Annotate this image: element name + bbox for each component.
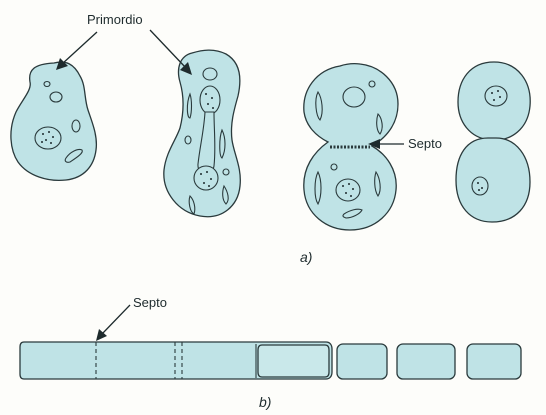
cell-2-nucleus-lower: [194, 166, 218, 190]
cell-3-organelle-bottom-left: [315, 172, 321, 204]
hypha-filament: [20, 342, 521, 379]
hypha-cell-5: [397, 344, 455, 379]
septo-label-b: Septo: [133, 295, 167, 310]
cell-3-with-septum: [304, 64, 398, 230]
cell-4-lower-membrane: [456, 138, 530, 222]
cell-3-vacuole-top-small: [369, 81, 375, 87]
primordio-arrow-left: [56, 32, 97, 70]
hypha-cell-4: [337, 344, 387, 379]
cell-1-budding: [11, 62, 96, 180]
cell-4-upper-nucleus: [485, 86, 507, 106]
primordio-arrow-right: [150, 30, 192, 75]
cell-2-vacuole-mid: [185, 136, 191, 144]
cell-2-vacuole-lower: [223, 169, 229, 175]
cell-4-lower-nucleus: [472, 177, 488, 195]
part-a-label: a): [300, 249, 312, 265]
cell-2-elongated: [164, 50, 240, 217]
hypha-cell-3: [258, 345, 329, 377]
cell-3-nucleus: [336, 179, 360, 201]
cell-3-vacuole-top: [343, 87, 365, 107]
cell-4-separated: [456, 62, 530, 222]
cell-1-vacuole-top: [44, 82, 50, 87]
cell-1-membrane: [11, 62, 96, 180]
cell-2-vacuole-top: [203, 68, 217, 80]
septo-arrow-b: [96, 305, 130, 341]
cell-1-vacuole-small: [50, 92, 62, 102]
cell-1-organelle-small: [72, 120, 80, 132]
cell-3-vacuole-bottom-small: [331, 164, 337, 170]
hypha-cell-6: [467, 344, 521, 379]
cell-2-nucleus-upper: [200, 86, 220, 114]
part-b-label: b): [259, 394, 271, 410]
primordio-label: Primordio: [87, 12, 143, 27]
cell-1-nucleus: [35, 127, 61, 149]
cell-2-organelle-right: [220, 130, 225, 158]
septo-label-a: Septo: [408, 136, 442, 151]
